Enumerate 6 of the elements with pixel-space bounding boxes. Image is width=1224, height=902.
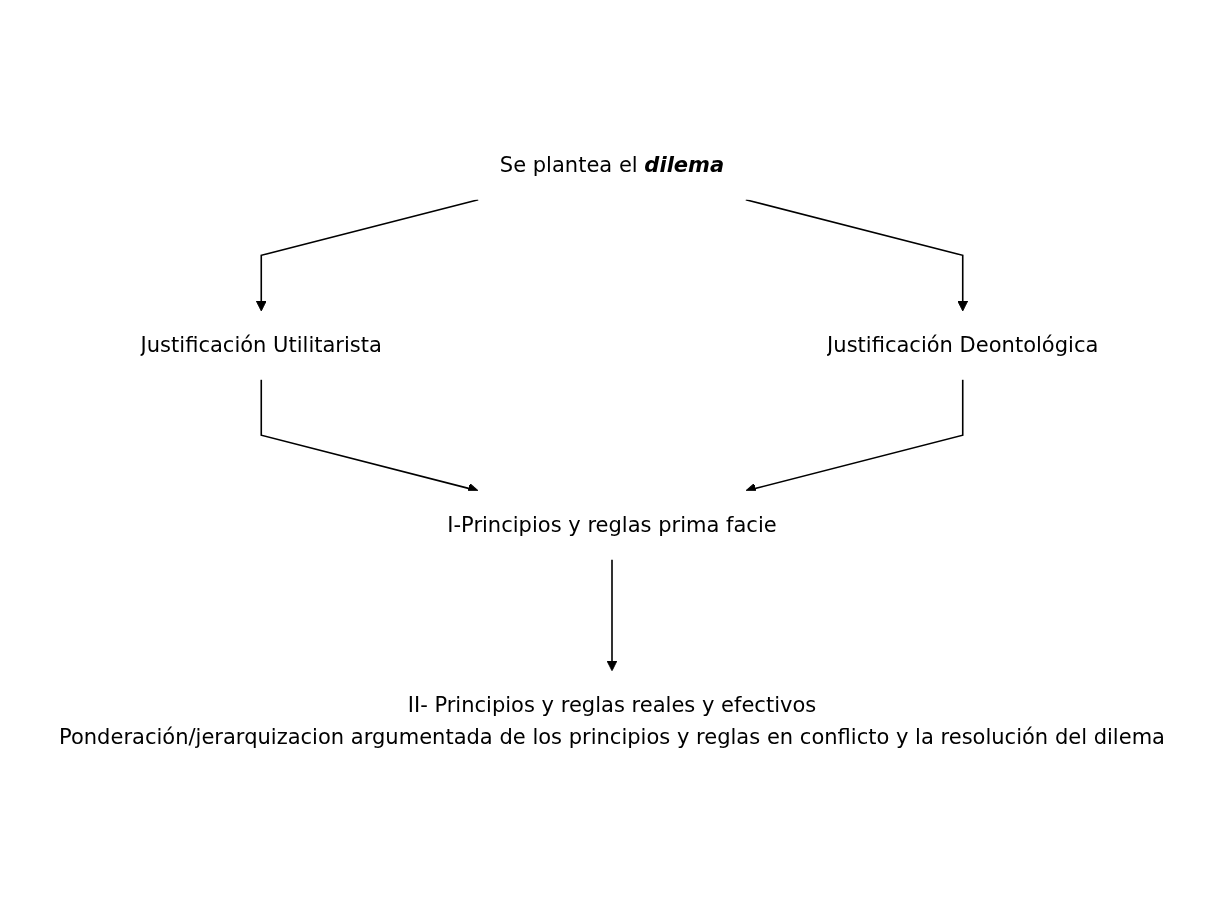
arrow xyxy=(745,198,969,312)
arrow xyxy=(606,558,618,672)
arrow xyxy=(255,198,479,312)
node-text: II- Principios y reglas reales y efectivos Ponderación/jerarquizacion argumentada de los principios y reglas en conflicto y la resolución del dilema xyxy=(58,691,1166,749)
node-text: Se plantea el dilema xyxy=(499,152,725,177)
node-text: I-Principios y reglas prima facie xyxy=(447,511,777,537)
